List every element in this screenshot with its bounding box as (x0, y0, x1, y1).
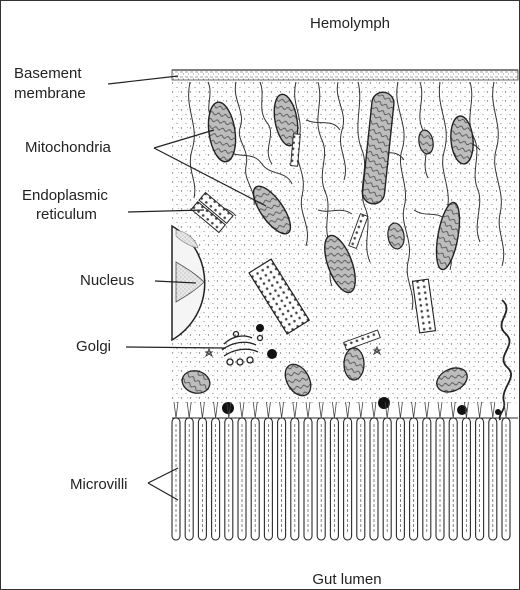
microvillus (396, 402, 404, 540)
microvilli-label: Microvilli (70, 475, 128, 494)
microvillus (198, 402, 206, 540)
microvillus (502, 402, 510, 540)
microvillus (251, 402, 259, 540)
basement-membrane-label-line2: membrane (14, 84, 86, 103)
endoplasmic-reticulum-label-line1: Endoplasmic (22, 186, 108, 205)
microvillus (212, 402, 220, 540)
microvillus (304, 402, 312, 540)
microvillus (225, 402, 233, 540)
microvillus (476, 402, 484, 540)
microvillus (489, 402, 497, 540)
microvillus (423, 402, 431, 540)
microvillus (278, 402, 286, 540)
microvilli-brush-border (172, 402, 518, 540)
microvillus (449, 402, 457, 540)
microvillus (330, 402, 338, 540)
microvillus (344, 402, 352, 540)
microvillus (264, 402, 272, 540)
basement-membrane-label-line1: Basement (14, 64, 82, 83)
golgi-label: Golgi (76, 337, 111, 356)
microvillus (238, 402, 246, 540)
microvillus (410, 402, 418, 540)
microvillus (291, 402, 299, 540)
basement-membrane-band (172, 70, 518, 80)
microvillus (185, 402, 193, 540)
hemolymph-label: Hemolymph (292, 14, 408, 33)
microvillus (383, 402, 391, 540)
microvillus (436, 402, 444, 540)
gut-lumen-label: Gut lumen (292, 570, 402, 589)
mitochondria-label: Mitochondria (25, 138, 111, 157)
mitochondrion (344, 348, 364, 380)
microvillus (317, 402, 325, 540)
microvillus (462, 402, 470, 540)
endoplasmic-reticulum-label-line2: reticulum (36, 205, 97, 224)
nucleus-label: Nucleus (80, 271, 134, 290)
microvillus (370, 402, 378, 540)
microvillus (357, 402, 365, 540)
